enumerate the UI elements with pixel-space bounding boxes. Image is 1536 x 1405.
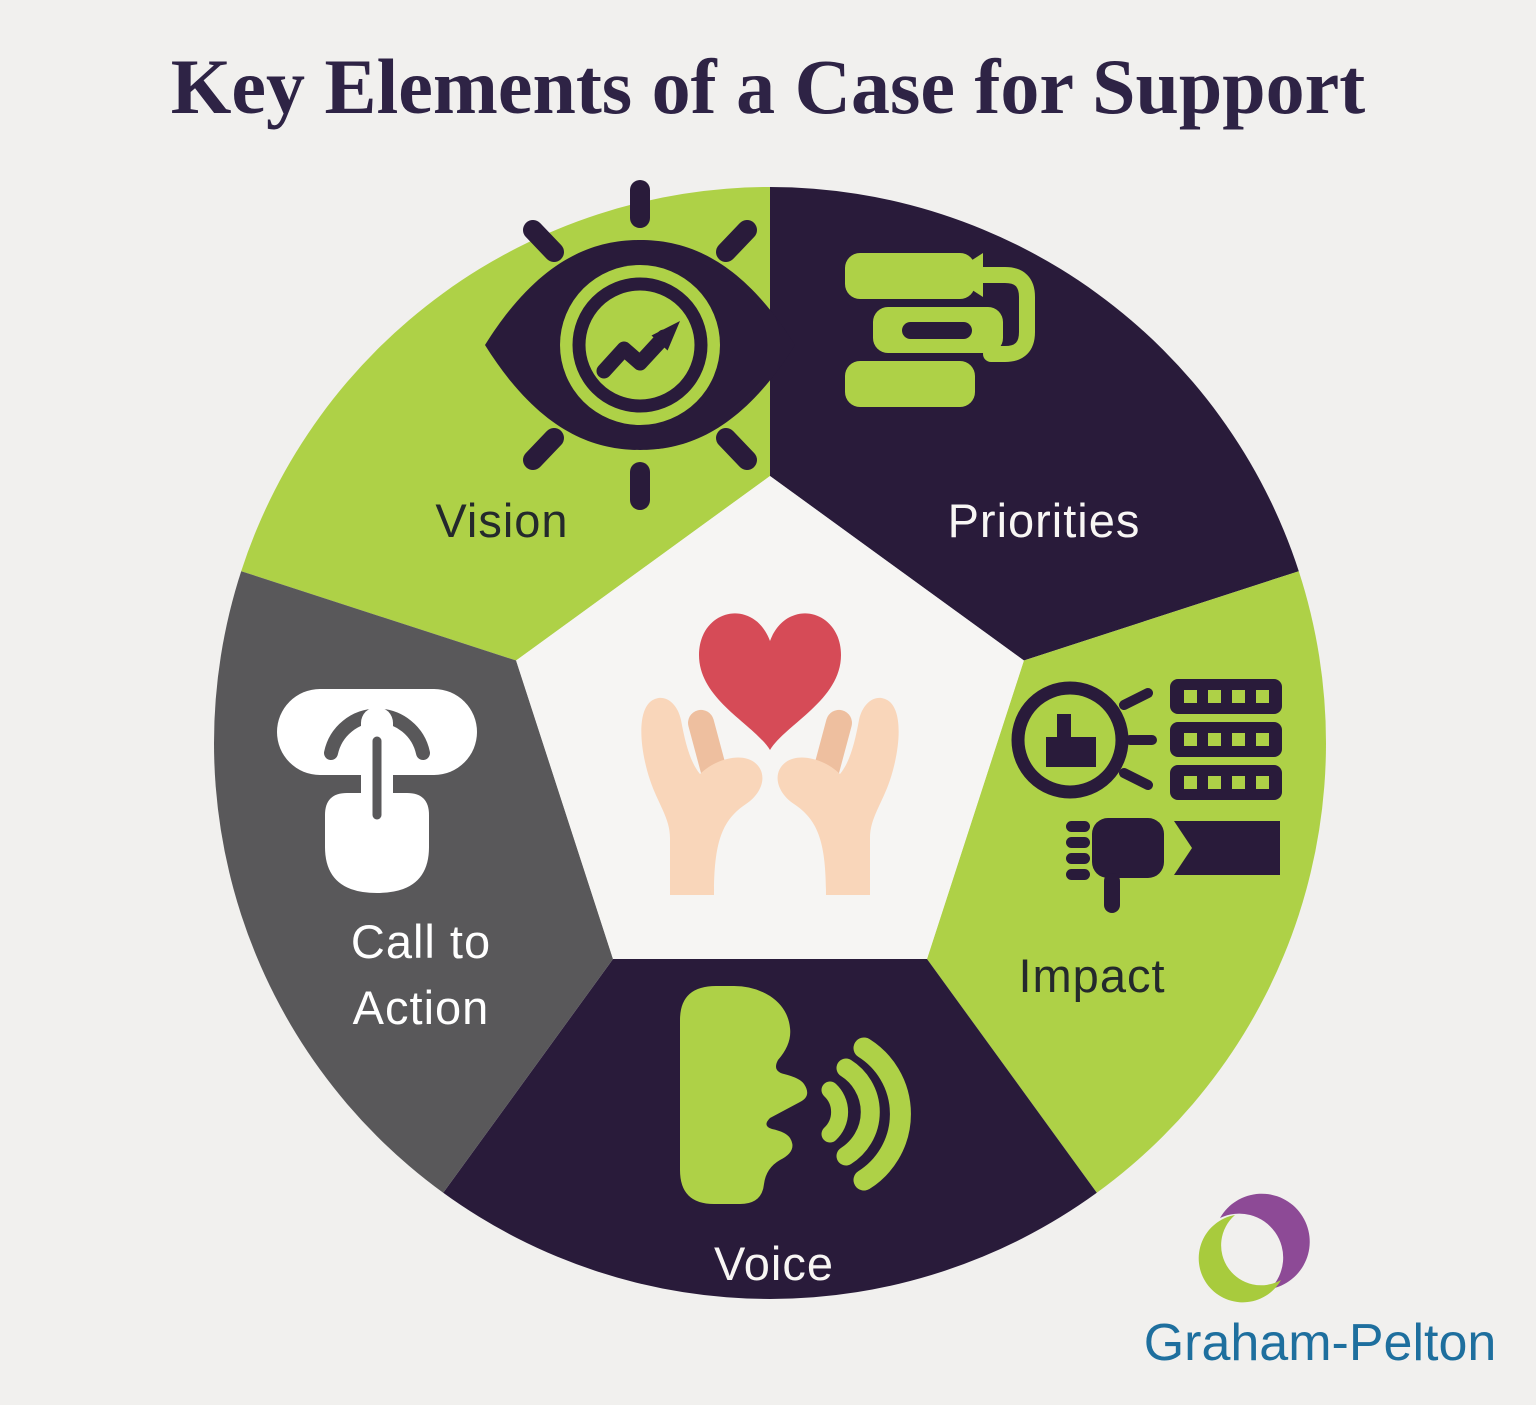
tap-click-icon	[277, 689, 477, 893]
workflow-undo-icon	[845, 253, 1035, 407]
cta-label-line1: Call to	[351, 915, 491, 968]
speaking-face-icon	[680, 986, 911, 1204]
cta-label-line2: Action	[353, 981, 490, 1034]
heart	[699, 613, 841, 750]
segment-priorities	[770, 186, 1299, 661]
logo-mark-icon	[1198, 1193, 1310, 1303]
logo-text: Graham-Pelton	[1144, 1314, 1497, 1372]
segment-label-priorities: Priorities	[948, 494, 1141, 547]
segment-label-impact: Impact	[1018, 949, 1165, 1002]
segment-label-call-to-action: Call to Action	[351, 915, 491, 1034]
company-logo: Graham-Pelton	[1144, 1193, 1497, 1372]
page-title: Key Elements of a Case for Support	[170, 43, 1366, 130]
segment-label-voice: Voice	[714, 1237, 834, 1290]
segment-label-vision: Vision	[435, 494, 568, 547]
left-hand	[641, 697, 763, 895]
hands-holding-heart	[641, 613, 899, 895]
right-hand	[777, 697, 899, 895]
eye-trend-icon	[485, 180, 795, 510]
impact-review-icon	[1011, 679, 1282, 913]
